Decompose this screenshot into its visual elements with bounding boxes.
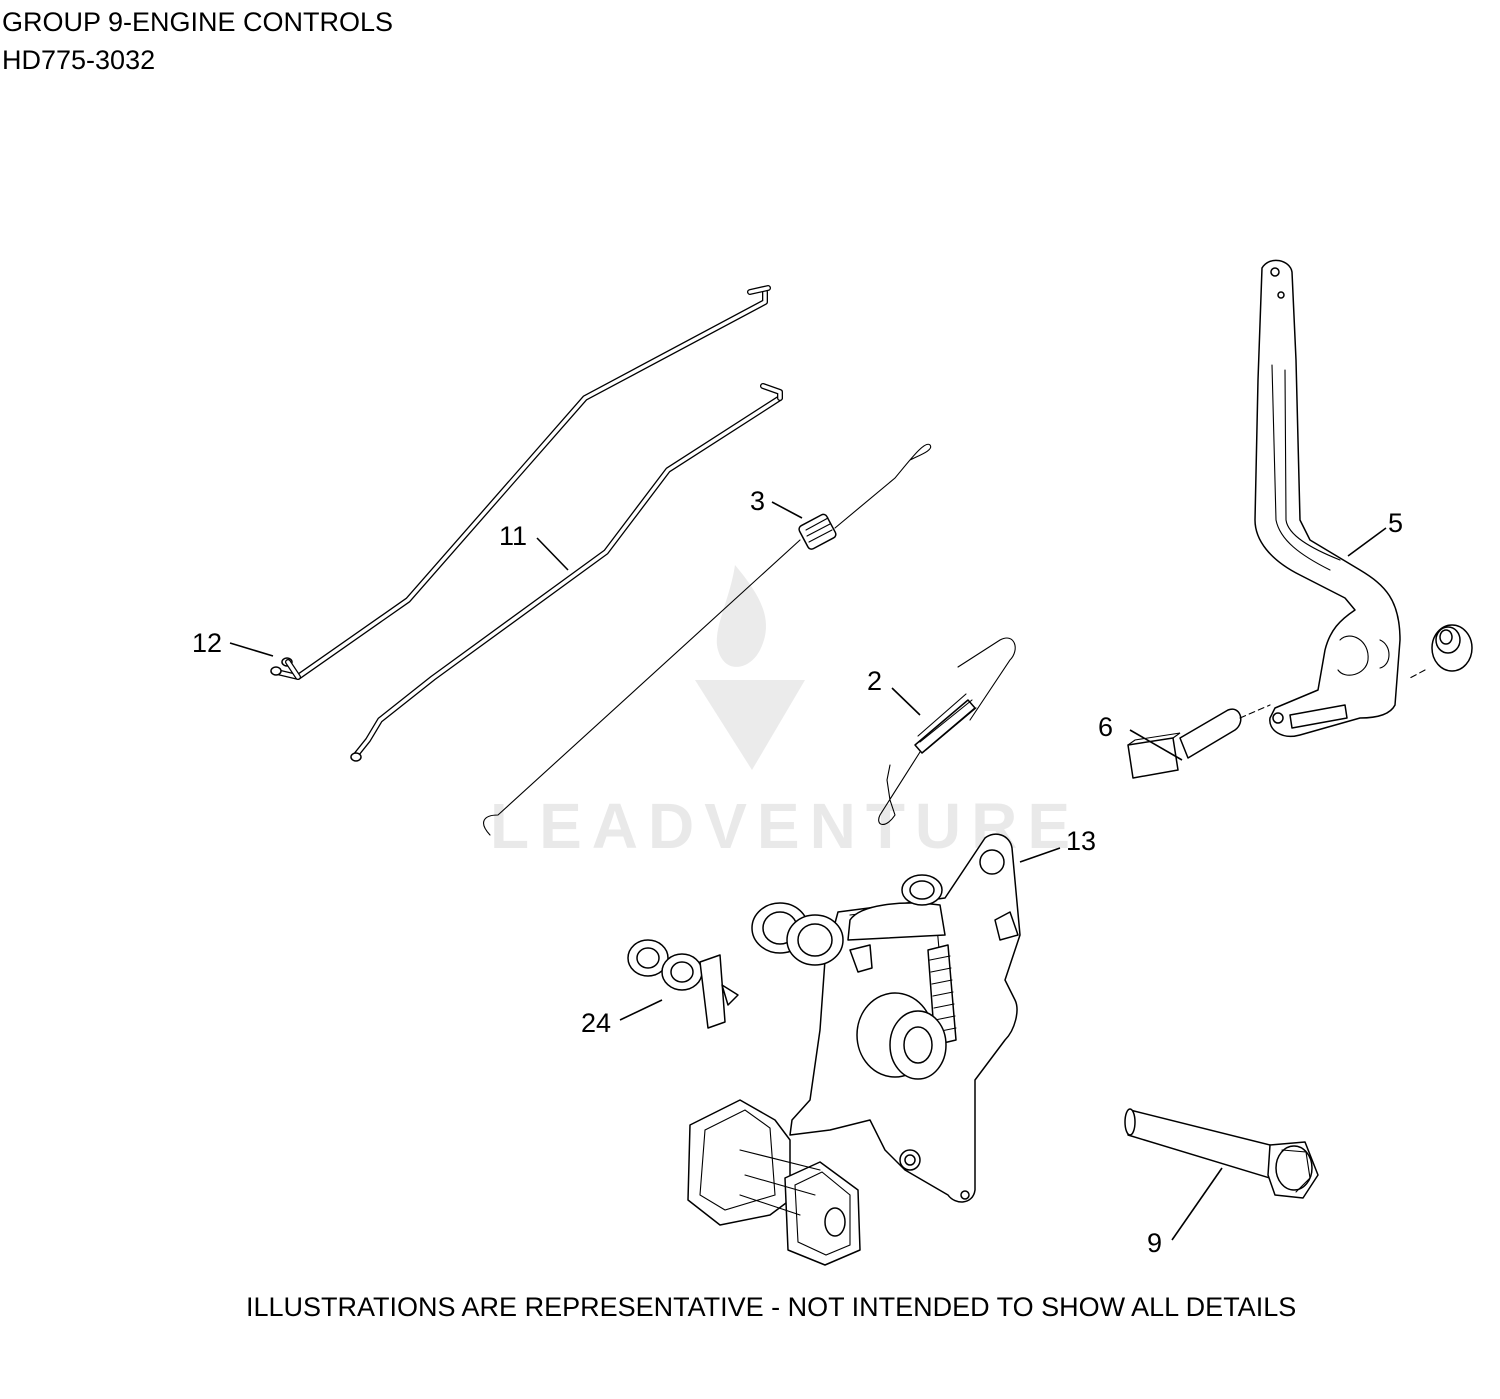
part-24-cable-clamp[interactable] xyxy=(627,939,739,1029)
diagram-title: GROUP 9-ENGINE CONTROLS xyxy=(2,7,394,37)
callout-2: 2 xyxy=(867,666,882,696)
part-3-spring-wire[interactable] xyxy=(483,443,932,836)
watermark-logo-icon xyxy=(695,565,805,770)
part-9-shoulder-bolt[interactable] xyxy=(1124,1108,1319,1199)
exploded-parts-diagram: LEADVENTURE xyxy=(192,259,1473,1266)
callout-11: 11 xyxy=(499,521,527,551)
watermark: LEADVENTURE xyxy=(490,565,1080,862)
callout-5: 5 xyxy=(1388,508,1403,538)
flange-nut[interactable] xyxy=(1409,624,1473,679)
callout-6: 6 xyxy=(1098,712,1113,742)
model-number: HD775-3032 xyxy=(2,45,156,75)
disclaimer-note: ILLUSTRATIONS ARE REPRESENTATIVE - NOT I… xyxy=(246,1292,1297,1322)
watermark-text: LEADVENTURE xyxy=(490,790,1080,862)
callout-13: 13 xyxy=(1066,826,1096,856)
callout-12: 12 xyxy=(192,628,222,658)
callout-24: 24 xyxy=(581,1008,611,1038)
callout-9: 9 xyxy=(1147,1228,1162,1258)
part-5-throttle-lever[interactable] xyxy=(1254,259,1401,737)
part-6-shoulder-pin[interactable] xyxy=(1127,704,1271,779)
part-13-control-bracket[interactable] xyxy=(687,833,1021,1266)
part-11-governor-rod[interactable] xyxy=(350,383,783,762)
part-2-extension-spring[interactable] xyxy=(878,637,1016,825)
leader-lines xyxy=(229,501,1387,1241)
callout-3: 3 xyxy=(750,486,765,516)
part-12-link-rod[interactable] xyxy=(270,285,771,680)
